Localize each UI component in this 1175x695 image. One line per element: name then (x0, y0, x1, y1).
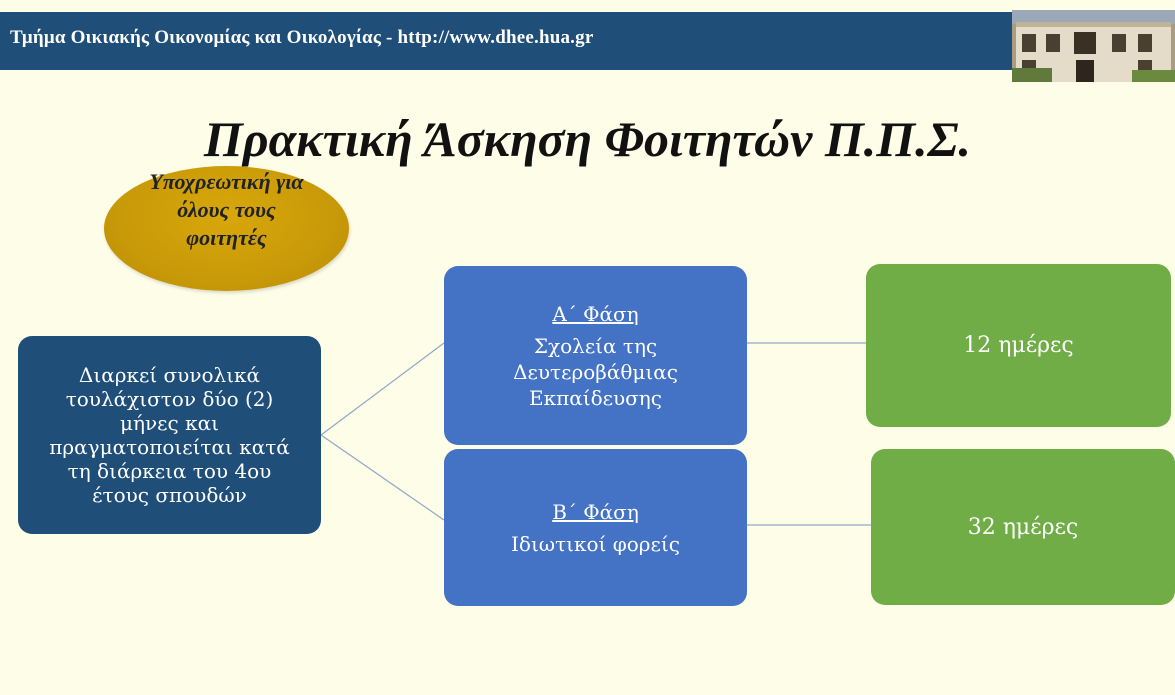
root-line: έτους σπουδών (92, 483, 247, 507)
header-text: Τμήμα Οικιακής Οικονομίας και Οικολογίας… (10, 27, 594, 48)
phase-b-days-box: 32 ημέρες (871, 449, 1175, 605)
phase-a-days: 12 ημέρες (963, 333, 1074, 358)
phase-b-line: Ιδιωτικοί φορείς (511, 531, 680, 556)
callout-line: όλους τους (177, 197, 276, 222)
root-line: τη διάρκεια του 4ου (67, 459, 272, 483)
phase-b-days: 32 ημέρες (967, 514, 1079, 540)
slide-title: Πρακτική Άσκηση Φοιτητών Π.Π.Σ. (203, 111, 972, 167)
root-box: Διαρκεί συνολικά τουλάχιστον δύο (2) μήν… (18, 336, 321, 534)
connector-root-b (320, 434, 445, 521)
root-line: πραγματοποιείται κατά (49, 435, 290, 459)
phase-a-line: Εκπαίδευσης (529, 385, 662, 410)
phase-b-box: Β΄ Φάση Ιδιωτικοί φορείς (444, 449, 747, 606)
phase-a-days-box: 12 ημέρες (866, 264, 1171, 427)
root-line: τουλάχιστον δύο (2) (65, 387, 274, 411)
callout-text: Υποχρεωτική για όλους τους φοιτητές (110, 168, 343, 252)
root-line: Διαρκεί συνολικά (78, 363, 261, 387)
phase-a-line: Σχολεία της (533, 333, 658, 358)
phase-a-line: Δευτεροβάθμιας (513, 359, 678, 384)
building-photo (1012, 10, 1175, 82)
connector-root-a (320, 342, 445, 436)
callout-line: φοιτητές (186, 225, 267, 250)
callout-ellipse (104, 166, 349, 291)
phase-b-title: Β΄ Φάση (552, 499, 639, 524)
phase-a-box: Α΄ Φάση Σχολεία της Δευτεροβάθμιας Εκπαί… (444, 266, 747, 445)
root-line: μήνες και (120, 411, 219, 435)
callout-line: Υποχρεωτική για (149, 169, 304, 194)
phase-a-title: Α΄ Φάση (552, 301, 639, 326)
header-bar (0, 12, 1175, 70)
